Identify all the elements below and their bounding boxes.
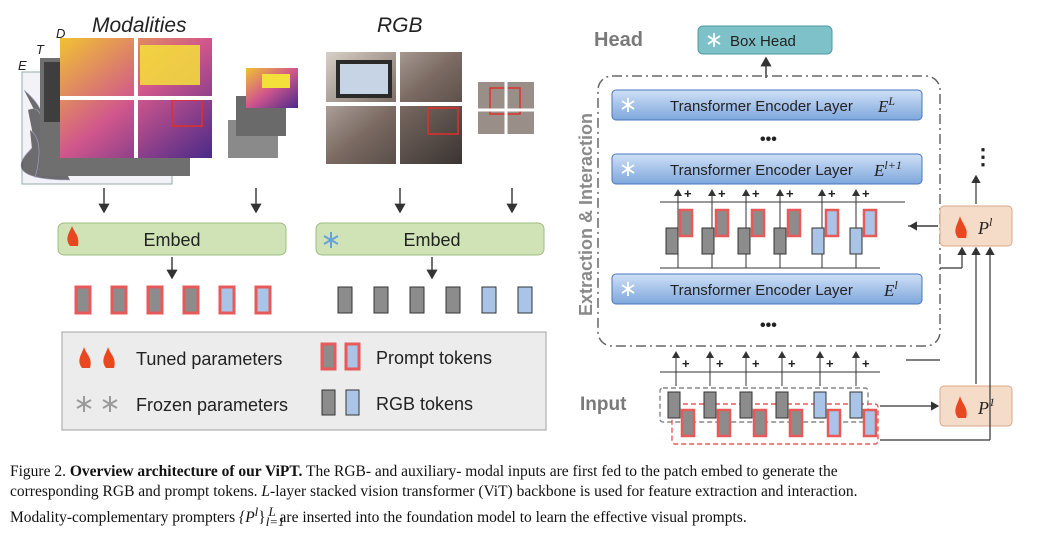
prompt-token-group-frame bbox=[671, 403, 879, 445]
svg-text:+: + bbox=[716, 356, 724, 371]
caption-bold-title: Overview architecture of our ViPT. bbox=[69, 463, 303, 480]
vipt-architecture-figure: Modalities RGB E T D bbox=[18, 14, 1013, 445]
svg-text:+: + bbox=[684, 186, 692, 201]
input-token-group bbox=[667, 391, 878, 438]
svg-text:+: + bbox=[682, 356, 690, 371]
box-head bbox=[697, 25, 833, 55]
token-row-right bbox=[337, 286, 533, 314]
snowflake-icon-legend-1 bbox=[76, 396, 92, 412]
layer-ellipsis-2: ••• bbox=[760, 317, 777, 334]
legend-rgb-label: RGB tokens bbox=[376, 394, 473, 414]
caption-line-3: Modality-complementary prompters {Pl}l=1… bbox=[10, 502, 1040, 532]
caption-text-2a: corresponding RGB and prompt tokens. bbox=[10, 483, 258, 500]
snowflake-icon-enc-2 bbox=[621, 162, 635, 176]
encoder-layer-low bbox=[611, 273, 923, 305]
snowflake-icon bbox=[323, 232, 339, 248]
encoder-layer-mid-label: Transformer Encoder Layer bbox=[670, 162, 853, 179]
caption-text-3b: are inserted into the foundation model t… bbox=[279, 509, 747, 527]
plus-signs-lower: + + + + + + bbox=[682, 356, 870, 371]
caption-fig-label: Figure 2. bbox=[10, 463, 66, 480]
fire-icon-prompter-1 bbox=[955, 396, 967, 418]
caption-text-1: The RGB- and auxiliary- modal inputs are… bbox=[306, 463, 838, 480]
layer-ellipsis-1: ••• bbox=[760, 131, 777, 148]
modalities-title: Modalities bbox=[92, 14, 187, 37]
svg-text:+: + bbox=[828, 186, 836, 201]
svg-text:+: + bbox=[788, 356, 796, 371]
legend-tuned-label: Tuned parameters bbox=[136, 349, 282, 369]
prompter-1 bbox=[939, 385, 1013, 427]
legend-box bbox=[61, 331, 547, 431]
embed-box-left bbox=[57, 222, 287, 256]
legend-rgb-token-1 bbox=[321, 389, 336, 416]
snowflake-icon-legend-2 bbox=[102, 396, 118, 412]
encoder-layer-top-label: Transformer Encoder Layer bbox=[670, 98, 853, 115]
svg-text:+: + bbox=[862, 356, 870, 371]
legend-rgb-token-2 bbox=[345, 389, 360, 416]
encoder-layer-mid bbox=[611, 153, 923, 185]
plus-signs-upper: + + + + + + bbox=[684, 186, 870, 201]
prompter-connections bbox=[880, 174, 995, 441]
fire-icon-legend-1 bbox=[79, 347, 91, 368]
svg-text:+: + bbox=[752, 356, 760, 371]
svg-text:+: + bbox=[826, 356, 834, 371]
svg-text:+: + bbox=[862, 186, 870, 201]
stack-letter-e: E bbox=[18, 58, 27, 73]
caption-prompter-set: {Pl}l=1L bbox=[239, 504, 285, 530]
prompter-vertical-ellipsis: ⋮ bbox=[972, 144, 994, 169]
head-label: Head bbox=[594, 29, 643, 51]
snowflake-icon-boxhead bbox=[707, 33, 721, 47]
interaction-token-group bbox=[660, 189, 905, 269]
caption-var-l: L bbox=[261, 483, 271, 500]
prompter-l bbox=[939, 205, 1013, 247]
stack-letter-d: D bbox=[56, 26, 65, 41]
rgb-image bbox=[326, 52, 534, 164]
figure-caption: Figure 2. Overview architecture of our V… bbox=[10, 462, 1040, 532]
legend-prompt-token-1 bbox=[320, 342, 337, 371]
embed-left-label: Embed bbox=[143, 230, 200, 250]
fire-icon-legend-2 bbox=[103, 347, 115, 368]
legend-prompt-label: Prompt tokens bbox=[376, 348, 492, 368]
legend-prompt-token-2 bbox=[344, 342, 361, 371]
caption-line-2: corresponding RGB and prompt tokens. L-l… bbox=[10, 482, 1040, 502]
modality-image-stack bbox=[20, 38, 298, 185]
embed-right-label: Embed bbox=[403, 230, 460, 250]
image-to-embed-arrows bbox=[98, 188, 518, 214]
token-row-left bbox=[74, 285, 272, 315]
embed-box-right bbox=[315, 222, 545, 256]
fire-icon bbox=[67, 226, 79, 246]
input-arrows bbox=[660, 351, 880, 386]
snowflake-icon-enc-3 bbox=[621, 282, 635, 296]
rgb-title: RGB bbox=[377, 14, 423, 37]
legend-frozen-label: Frozen parameters bbox=[136, 395, 288, 415]
box-head-label: Box Head bbox=[730, 33, 796, 50]
encoder-layer-top bbox=[611, 89, 923, 121]
svg-text:+: + bbox=[752, 186, 760, 201]
snowflake-icon-enc-1 bbox=[621, 98, 635, 112]
input-label: Input bbox=[580, 394, 627, 415]
fire-icon-prompter-l bbox=[955, 216, 967, 238]
stack-letter-t: T bbox=[36, 42, 45, 57]
caption-text-3a: Modality-complementary prompters bbox=[10, 509, 236, 527]
caption-text-2b: -layer stacked vision transformer (ViT) … bbox=[270, 483, 858, 500]
svg-text:+: + bbox=[718, 186, 726, 201]
caption-line-1: Figure 2. Overview architecture of our V… bbox=[10, 462, 1040, 482]
encoder-layer-low-label: Transformer Encoder Layer bbox=[670, 282, 853, 299]
svg-text:+: + bbox=[786, 186, 794, 201]
side-label: Extraction & Interaction bbox=[576, 113, 596, 316]
